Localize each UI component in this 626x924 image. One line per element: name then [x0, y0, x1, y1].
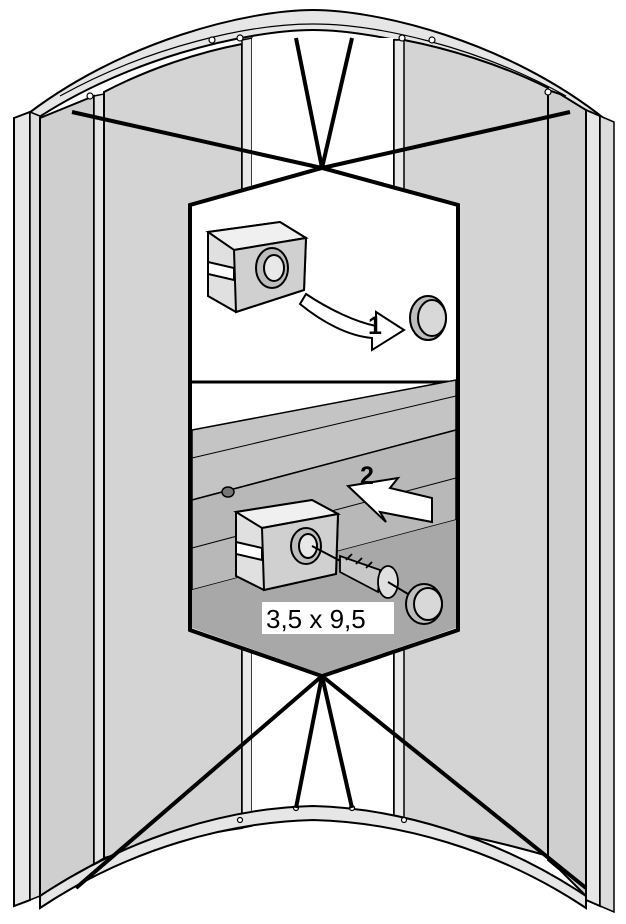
- screw-icon: [311, 545, 409, 599]
- push-arrow-icon: [345, 476, 433, 524]
- step-1-detail: 1: [205, 220, 447, 352]
- detail-inset: 1 2: [188, 165, 460, 679]
- step-1-number: 1: [368, 312, 382, 340]
- screw-dimension-label: 3,5 x 9,5: [266, 604, 366, 634]
- curved-arrow-icon: [298, 292, 406, 352]
- cover-cap-icon: [409, 295, 447, 341]
- left-wall-profile: [13, 110, 31, 908]
- clip-bracket-on-rail: [233, 498, 341, 592]
- bottom-curved-rail: [39, 804, 587, 910]
- right-fixed-panel: [547, 88, 587, 899]
- clip-bracket-icon: [205, 220, 309, 314]
- right-wall-profile: [585, 108, 601, 908]
- left-fixed-panel: [39, 94, 95, 898]
- step-2-number: 2: [360, 462, 374, 490]
- step-2-detail: 2: [191, 379, 457, 674]
- cover-cap-step2-icon: [405, 583, 443, 625]
